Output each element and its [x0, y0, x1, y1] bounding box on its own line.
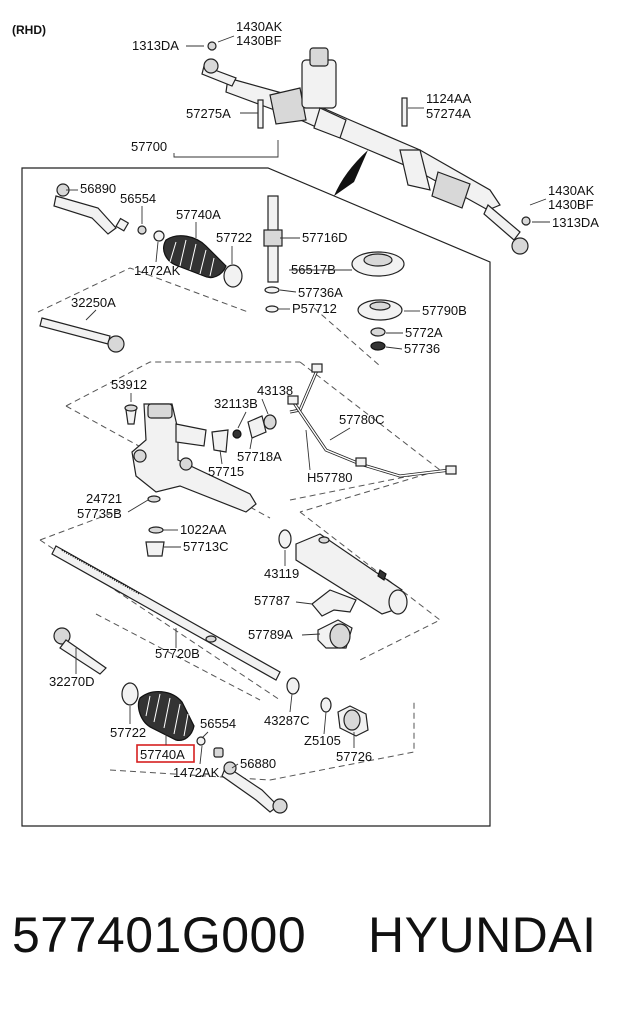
- label-57789A: 57789A: [248, 627, 293, 642]
- bearing-stack: [351, 251, 405, 351]
- label-1124AA: 1124AA: [426, 91, 472, 106]
- top-steering-gear-assembly: [201, 41, 531, 255]
- label-57275A: 57275A: [186, 106, 231, 121]
- cylinder-housing: [278, 529, 408, 615]
- label-43138: 43138: [257, 383, 293, 398]
- inner-tie-rod-lower: [53, 627, 107, 675]
- label-1472AK-top: 1472AK: [134, 263, 181, 278]
- inner-tie-rod-upper: [39, 317, 125, 353]
- plug-57713C: [145, 541, 165, 557]
- label-57787: 57787: [254, 593, 290, 608]
- highlight-frame: [136, 744, 195, 763]
- label-56880: 56880: [240, 756, 276, 771]
- label-1022AA: 1022AA: [180, 522, 227, 537]
- steering-gear-exploded-diagram: (RHD) 1430AK 1430BF 1313DA 57275A 1124AA…: [12, 19, 599, 827]
- label-5772A: 5772A: [405, 325, 443, 340]
- label-56554-top: 56554: [120, 191, 156, 206]
- label-57700: 57700: [131, 139, 167, 154]
- label-53912: 53912: [111, 377, 147, 392]
- label-57715: 57715: [208, 464, 244, 479]
- label-P57712: P57712: [292, 301, 337, 316]
- label-57722-top: 57722: [216, 230, 252, 245]
- bellows-boot-lower: [121, 682, 224, 758]
- label-32250A: 32250A: [71, 295, 116, 310]
- label-43119: 43119: [264, 566, 299, 581]
- label-57740A-highlighted: 57740A: [140, 747, 185, 762]
- label-57722-bottom: 57722: [110, 725, 146, 740]
- label-57736: 57736: [404, 341, 440, 356]
- mounting-bracket: [311, 589, 357, 649]
- label-H57780: H57780: [307, 470, 353, 485]
- outer-tie-rod-end-upper: [53, 183, 165, 242]
- label-57740A-top: 57740A: [176, 207, 221, 222]
- label-43287C: 43287C: [264, 713, 310, 728]
- footer-part-number: 577401G000: [12, 907, 307, 963]
- small-fittings-middle: [124, 404, 277, 453]
- rack-pinion-shaft: [263, 195, 283, 313]
- label-1430AK-right: 1430AK: [548, 183, 595, 198]
- gear-housing: [131, 403, 257, 513]
- label-57716D: 57716D: [302, 230, 348, 245]
- label-56517B: 56517B: [291, 262, 336, 277]
- assembly-frame: [21, 167, 491, 827]
- label-1430BF-right: 1430BF: [548, 197, 594, 212]
- label-1430BF-top: 1430BF: [236, 33, 282, 48]
- label-57713C: 57713C: [183, 539, 229, 554]
- label-56554-bottom: 56554: [200, 716, 236, 731]
- label-57718A: 57718A: [237, 449, 282, 464]
- hydraulic-feed-lines: [287, 363, 457, 478]
- label-32270D: 32270D: [49, 674, 95, 689]
- label-1430AK-top: 1430AK: [236, 19, 283, 34]
- label-57735B: 57735B: [77, 506, 122, 521]
- label-57720B: 57720B: [155, 646, 200, 661]
- label-1472AK-bottom: 1472AK: [173, 765, 220, 780]
- label-1313DA-right: 1313DA: [552, 215, 599, 230]
- label-57736A: 57736A: [298, 285, 343, 300]
- rack-bar: [51, 545, 281, 681]
- o-ring-1022AA: [148, 526, 164, 534]
- label-57780C: 57780C: [339, 412, 385, 427]
- seal-parts-lower: [286, 677, 369, 737]
- label-57790B: 57790B: [422, 303, 467, 318]
- label-56890: 56890: [80, 181, 116, 196]
- label-32113B: 32113B: [214, 396, 258, 411]
- bellows-boot-upper: [163, 235, 243, 288]
- label-24721: 24721: [86, 491, 122, 506]
- outer-tie-rod-end-lower: [221, 761, 288, 814]
- footer-brand: HYUNDAI: [368, 907, 597, 963]
- variant-label: (RHD): [12, 23, 46, 37]
- label-1313DA-top: 1313DA: [132, 38, 179, 53]
- label-57274A: 57274A: [426, 106, 471, 121]
- label-57726: 57726: [336, 749, 372, 764]
- label-Z5105: Z5105: [304, 733, 341, 748]
